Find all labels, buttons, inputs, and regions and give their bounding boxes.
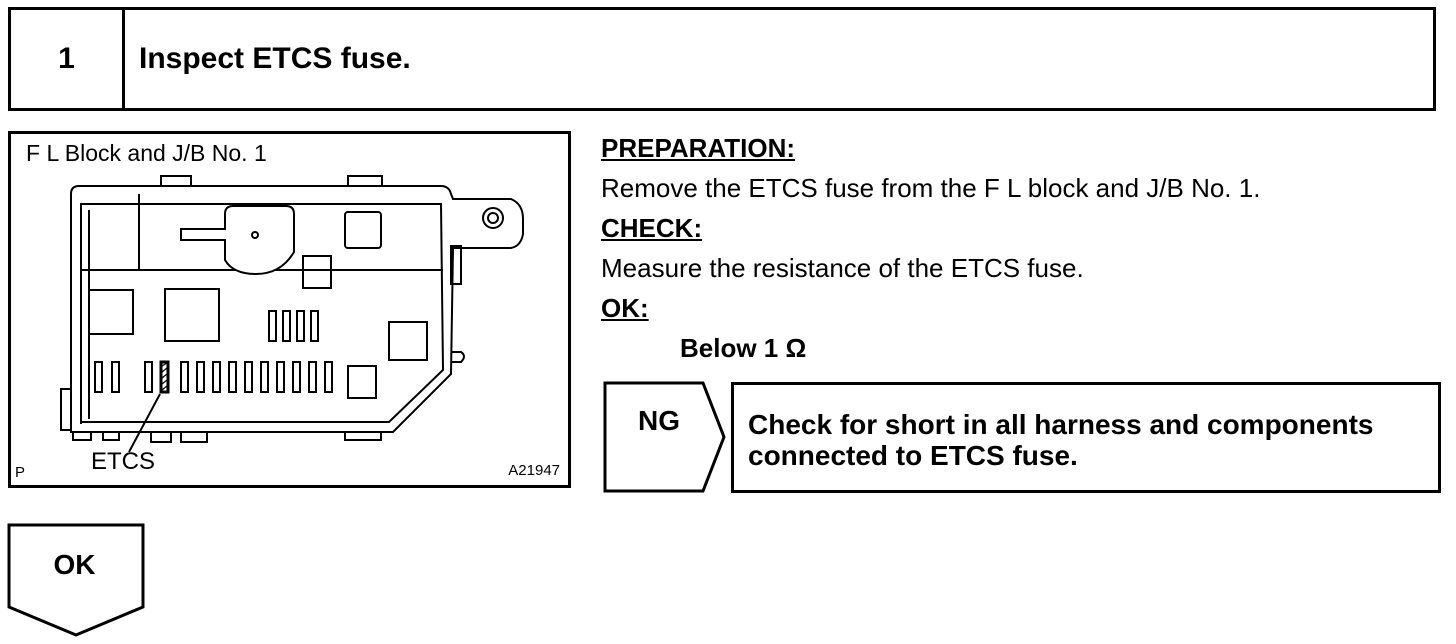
ng-action-line-1: Check for short in all harness and compo…	[748, 409, 1374, 440]
ok-spec: Below 1 Ω	[680, 333, 807, 363]
instructions: PREPARATION: Remove the ETCS fuse from t…	[601, 128, 1260, 368]
ng-label: NG	[638, 405, 680, 436]
figure-title: F L Block and J/B No. 1	[26, 140, 267, 166]
fuse-block-illustration	[60, 175, 524, 453]
check-heading: CHECK:	[601, 213, 703, 243]
ng-action-line-2: connected to ETCS fuse.	[748, 440, 1078, 471]
ng-arrow-tab	[603, 381, 726, 493]
check-text: Measure the resistance of the ETCS fuse.	[601, 253, 1084, 283]
ok-label: OK	[53, 549, 96, 580]
fuse-block-figure: F L Block and J/B No. 1 ETCS P A21947	[8, 131, 571, 488]
ok-arrow-tab	[7, 523, 145, 637]
preparation-heading: PREPARATION:	[601, 133, 796, 163]
step-title: Inspect ETCS fuse.	[139, 42, 411, 75]
figure-code: A21947	[508, 462, 560, 479]
preparation-text: Remove the ETCS fuse from the F L block …	[601, 173, 1261, 203]
ng-action-box: Check for short in all harness and compo…	[731, 382, 1441, 493]
ok-heading: OK:	[601, 293, 649, 323]
ng-action-text: Check for short in all harness and compo…	[748, 409, 1373, 471]
step-header: 1 Inspect ETCS fuse.	[8, 7, 1436, 111]
step-number: 1	[11, 10, 125, 108]
etcs-callout-label: ETCS	[91, 448, 156, 475]
figure-corner-mark: P	[15, 464, 26, 481]
